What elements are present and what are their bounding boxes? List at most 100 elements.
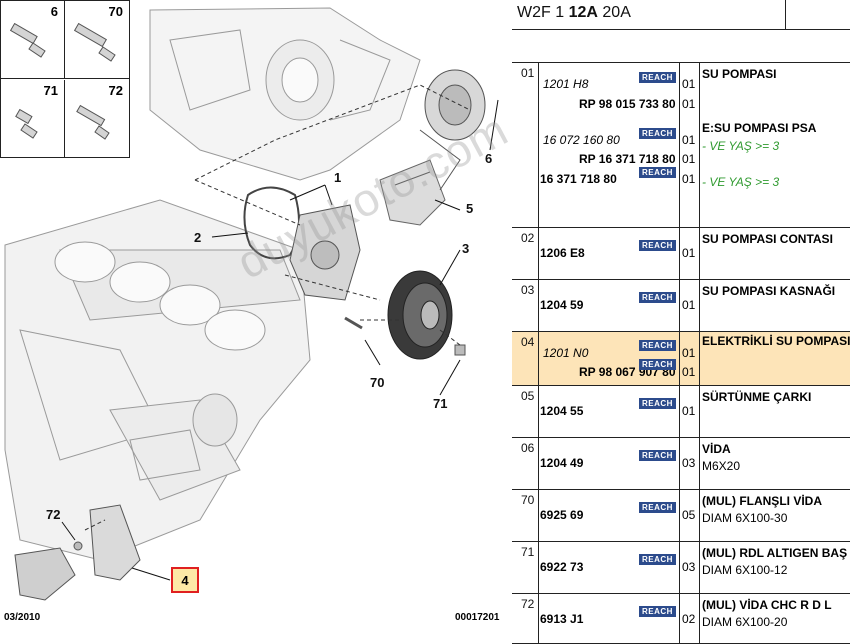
model-engine-code: 12A <box>568 4 598 21</box>
reach-badge: REACH <box>639 128 676 139</box>
column-divider <box>538 542 539 593</box>
thumbnail-number: 72 <box>108 83 123 98</box>
bolt-thumbnail-grid: 6 70 71 72 <box>0 0 130 158</box>
callout-71[interactable]: 71 <box>433 396 448 411</box>
bolt-icon <box>76 104 110 140</box>
part-description: (MUL) FLANŞLI VİDA <box>702 494 822 508</box>
reach-badge: REACH <box>639 167 676 178</box>
thumbnail-bolt-71[interactable]: 71 <box>1 80 65 158</box>
model-prefix: W2F 1 <box>517 4 565 21</box>
column-divider <box>679 280 680 331</box>
reach-badge: REACH <box>639 340 676 351</box>
column-divider <box>679 490 680 541</box>
column-divider <box>699 280 700 331</box>
thumbnail-number: 71 <box>43 83 58 98</box>
part-reference[interactable]: 16 072 160 80 <box>543 133 620 147</box>
quantity: 03 <box>682 560 696 574</box>
part-reference[interactable]: 1201 H8 <box>543 77 589 91</box>
column-divider <box>699 386 700 437</box>
thumbnail-number: 70 <box>108 4 123 19</box>
parts-table-header: W2F 1 12A 20A <box>512 0 850 30</box>
column-divider <box>679 386 680 437</box>
quantity: 01 <box>682 152 696 166</box>
column-divider <box>679 63 680 227</box>
part-reference[interactable]: RP 98 015 733 80 <box>579 97 676 111</box>
callout-5[interactable]: 5 <box>466 201 474 216</box>
item-number: 03 <box>521 283 535 297</box>
part-reference[interactable]: 1204 49 <box>540 456 584 470</box>
item-number: 04 <box>521 335 535 349</box>
part-spec: M6X20 <box>702 459 741 473</box>
column-divider <box>538 280 539 331</box>
callout-6[interactable]: 6 <box>485 151 493 166</box>
part-reference[interactable]: RP 16 371 718 80 <box>579 152 676 166</box>
part-row-71[interactable]: 71 6922 73 REACH 03 (MUL) RDL ALTIGEN BAŞ DIA… <box>512 542 850 594</box>
callout-72[interactable]: 72 <box>46 507 61 522</box>
quantity: 01 <box>682 298 696 312</box>
item-number: 02 <box>521 231 535 245</box>
part-spec: DIAM 6X100-12 <box>702 563 788 577</box>
bolt-icon <box>15 108 38 139</box>
callout-4-highlighted[interactable]: 4 <box>171 567 199 593</box>
part-spec: DIAM 6X100-20 <box>702 615 788 629</box>
quantity: 01 <box>682 246 696 260</box>
quantity: 05 <box>682 508 696 522</box>
item-number: 72 <box>521 597 535 611</box>
reach-badge: REACH <box>639 240 676 251</box>
part-description: - VE YAŞ >= 3 <box>702 175 780 189</box>
diagram-image-code: 00017201 <box>455 612 500 623</box>
part-reference[interactable]: 1204 59 <box>540 298 584 312</box>
part-reference[interactable]: 1201 N0 <box>543 346 589 360</box>
quantity: 03 <box>682 456 696 470</box>
thumbnail-number: 6 <box>50 4 58 19</box>
exploded-parts-diagram: 6 70 71 72 1 2 3 5 6 70 71 72 <box>0 0 513 644</box>
quantity: 01 <box>682 404 696 418</box>
part-reference[interactable]: 6925 69 <box>540 508 584 522</box>
callout-2[interactable]: 2 <box>194 230 202 245</box>
callout-70[interactable]: 70 <box>370 375 385 390</box>
thumbnail-bolt-72[interactable]: 72 <box>65 80 129 158</box>
item-number: 71 <box>521 545 535 559</box>
thumbnail-bolt-70[interactable]: 70 <box>65 1 129 79</box>
column-divider <box>538 63 539 227</box>
thumbnail-bolt-6[interactable]: 6 <box>1 1 65 79</box>
part-reference[interactable]: 1206 E8 <box>540 246 585 260</box>
column-divider <box>699 594 700 643</box>
model-code: W2F 1 12A 20A <box>517 4 631 22</box>
part-spec: DIAM 6X100-30 <box>702 511 788 525</box>
model-suffix: 20A <box>602 4 631 21</box>
bolt-icon <box>73 22 116 62</box>
reach-badge: REACH <box>639 554 676 565</box>
header-separator <box>785 0 786 30</box>
bolt-icon <box>9 22 46 58</box>
column-divider <box>699 438 700 489</box>
reach-badge: REACH <box>639 292 676 303</box>
diagram-date: 03/2010 <box>4 612 41 623</box>
part-reference[interactable]: 16 371 718 80 <box>540 172 617 186</box>
column-divider <box>699 490 700 541</box>
part-reference[interactable]: 6922 73 <box>540 560 584 574</box>
part-description: VİDA <box>702 442 731 456</box>
part-description: (MUL) RDL ALTIGEN BAŞ <box>702 546 848 560</box>
quantity: 01 <box>682 97 696 111</box>
column-divider <box>699 332 700 385</box>
part-reference[interactable]: 1204 55 <box>540 404 584 418</box>
column-divider <box>679 228 680 279</box>
quantity: 01 <box>682 365 696 379</box>
part-description: (MUL) VİDA CHC R D L <box>702 598 832 612</box>
part-reference[interactable]: 6913 J1 <box>540 612 584 626</box>
part-description: ELEKTRİKLİ SU POMPASI <box>702 334 850 348</box>
column-divider <box>699 63 700 227</box>
callout-1[interactable]: 1 <box>334 170 342 185</box>
callout-3[interactable]: 3 <box>462 241 470 256</box>
column-divider <box>679 332 680 385</box>
column-divider <box>538 438 539 489</box>
